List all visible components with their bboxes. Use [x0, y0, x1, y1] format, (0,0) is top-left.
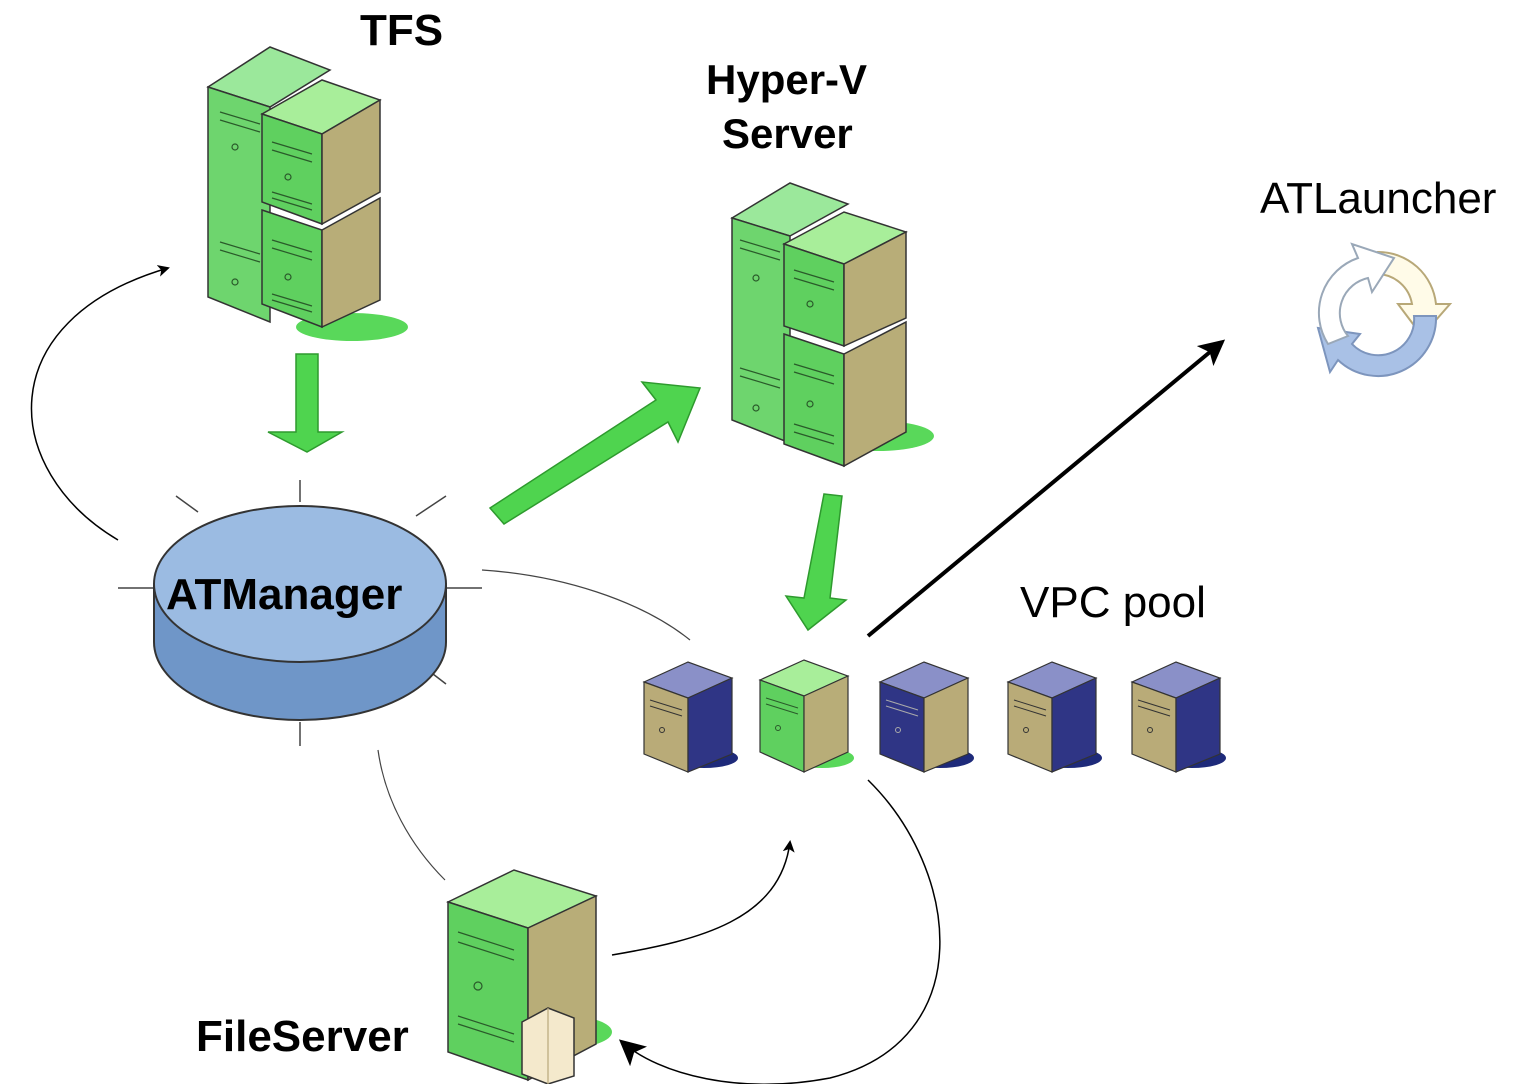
hyperv-label-line2: Server	[722, 110, 853, 157]
fileserver-label: FileServer	[196, 1012, 409, 1061]
curve-atmanager-to-vpc	[481, 569, 691, 641]
vpc-machine-1	[640, 656, 740, 776]
green-arrow-tfs-to-atmanager	[267, 353, 345, 453]
curve-vpc-to-fileserver	[618, 779, 941, 1084]
vpc-machine-3	[876, 656, 976, 776]
curve-atmanager-to-fileserver	[377, 749, 446, 881]
vpc-machine-4	[1004, 656, 1104, 776]
recycle-cycle-icon	[1298, 232, 1458, 392]
atlauncher-label: ATLauncher	[1260, 174, 1497, 223]
green-arrow-atmanager-to-hyperv	[488, 381, 702, 525]
hyperv-label-line1: Hyper-V	[706, 56, 868, 103]
atmanager-label: ATManager	[166, 570, 403, 619]
curve-atmanager-to-tfs	[30, 265, 170, 541]
tfs-label: TFS	[360, 6, 444, 55]
hyperv-server-icon	[728, 178, 938, 468]
green-arrow-hyperv-to-vpc	[784, 493, 848, 632]
vpc-machine-5	[1128, 656, 1228, 776]
vpc-machine-2-active	[756, 654, 856, 774]
tfs-server-icon	[200, 42, 420, 342]
curve-fileserver-to-vpc	[611, 840, 795, 956]
vpc-pool-label: VPC pool	[1020, 578, 1206, 627]
arrow-vpc-to-atlauncher	[866, 339, 1226, 638]
atmanager-database-icon	[116, 472, 486, 752]
fileserver-icon	[444, 866, 614, 1084]
